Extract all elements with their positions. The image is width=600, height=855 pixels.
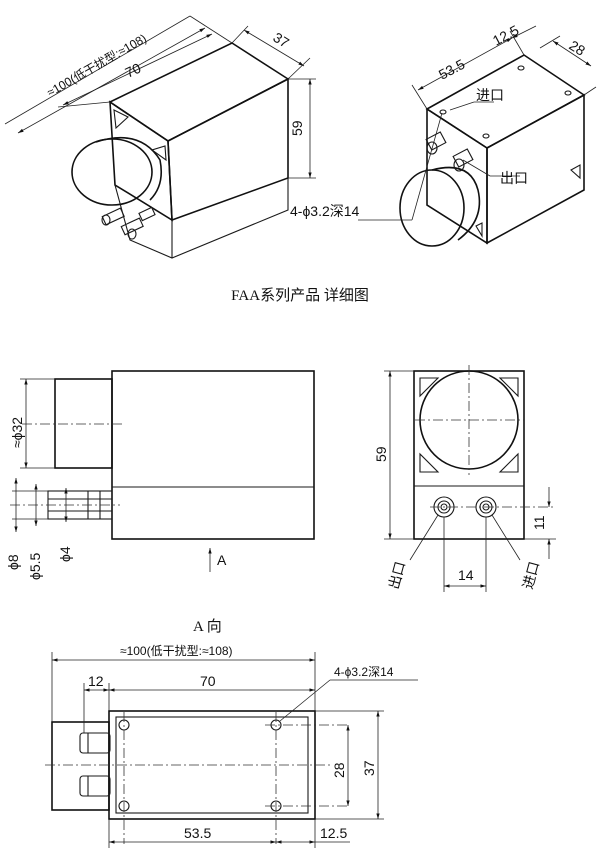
bottom-view-motor — [51, 721, 110, 811]
front-dim-59: 59 — [373, 446, 389, 462]
iso-left-dim-59: 59 — [289, 120, 305, 136]
front-inlet-label: 进口 — [519, 560, 542, 591]
iso-right-inlet-label: 进口 — [476, 87, 504, 103]
bottom-view-fittings — [79, 732, 111, 797]
front-dim-14: 14 — [458, 567, 474, 583]
iso-right-view: 53.5 12.5 28 进口 出口 4-ϕ3.2深14 — [290, 22, 597, 247]
iso-left-motor — [71, 138, 153, 206]
bottom-dim-70: 70 — [200, 673, 216, 689]
side-view-motor — [54, 378, 113, 469]
iso-left-right-face — [167, 77, 289, 222]
side-view-arrow-label: A — [217, 552, 227, 568]
iso-left-dim-37: 37 — [270, 29, 292, 51]
bottom-dim-12-5: 12.5 — [320, 825, 347, 841]
iso-left-view: ≈100(低干扰型:≈108) 70 37 59 — [4, 15, 316, 259]
bottom-holes-label: 4-ϕ3.2深14 — [334, 665, 394, 679]
iso-left-fittings — [101, 206, 156, 240]
front-dim-11: 11 — [531, 515, 547, 530]
iso-right-dim-53-5: 53.5 — [436, 56, 468, 83]
iso-right-dim-28: 28 — [566, 37, 588, 59]
side-dim-phi8: ϕ8 — [5, 554, 21, 570]
bottom-dim-length: ≈100(低干扰型:≈108) — [120, 644, 233, 658]
side-view: ≈ϕ32 ϕ8 ϕ5.5 ϕ4 A — [5, 370, 315, 580]
iso-right-dim-12-5: 12.5 — [490, 22, 522, 49]
caption-main: FAA系列产品 详细图 — [231, 287, 369, 304]
iso-right-outlet-label: 出口 — [500, 170, 528, 186]
bottom-view: ≈100(低干扰型:≈108) 12 70 4-ϕ3.2深14 28 37 53… — [45, 644, 418, 848]
side-view-body — [111, 370, 315, 540]
bottom-dim-12: 12 — [88, 673, 104, 689]
front-view: 59 11 14 出口 进口 — [373, 365, 556, 592]
iso-right-front-face — [426, 107, 488, 245]
iso-right-fittings — [425, 131, 474, 172]
caption-a-view: A 向 — [193, 618, 222, 635]
side-dim-phi32: ≈ϕ32 — [9, 417, 25, 448]
front-outlet-label: 出口 — [385, 560, 408, 591]
side-dim-phi4: ϕ4 — [57, 546, 73, 562]
bottom-dim-53-5: 53.5 — [184, 825, 211, 841]
bottom-dim-37: 37 — [361, 760, 377, 776]
iso-left-dim-70: 70 — [123, 60, 144, 81]
bottom-dim-28: 28 — [331, 762, 347, 778]
side-dim-phi5-5: ϕ5.5 — [27, 552, 43, 580]
iso-right-holes-label: 4-ϕ3.2深14 — [290, 203, 360, 219]
iso-right-right-face — [486, 93, 585, 245]
